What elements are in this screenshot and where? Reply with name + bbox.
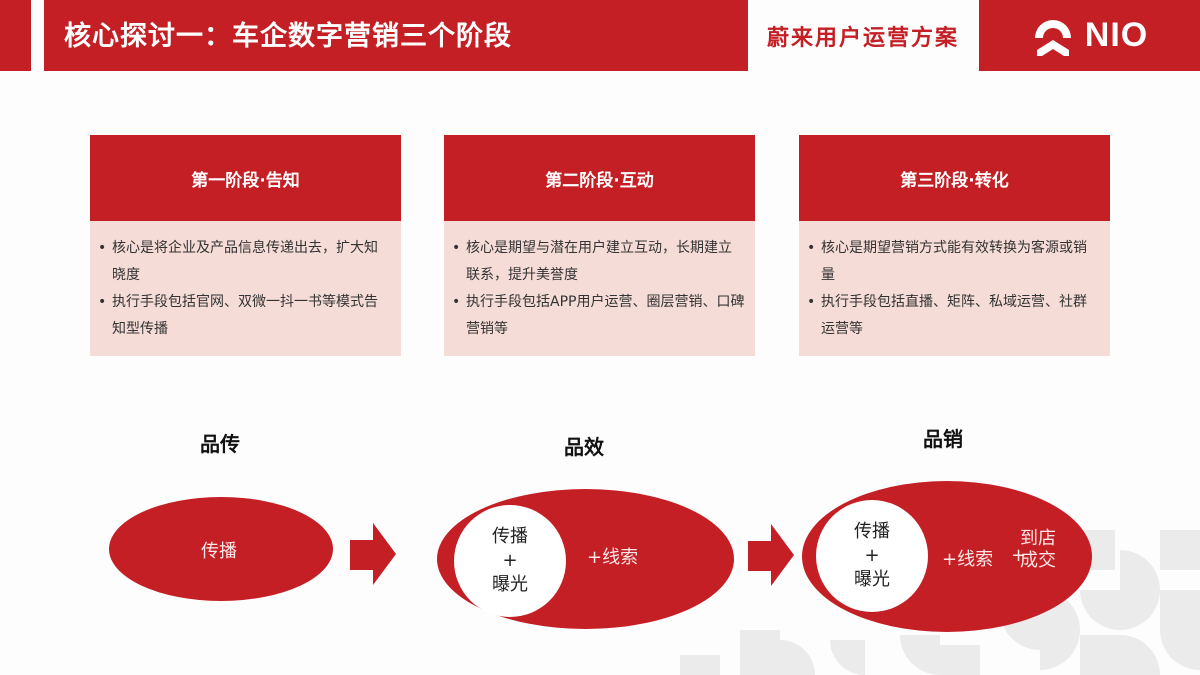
ellipse-text-multiline: 到店 成交 <box>1020 528 1056 572</box>
inner-text: 曝光 <box>854 569 890 590</box>
inner-text: 传播 <box>492 526 528 547</box>
header-title-bar: 核心探讨一：车企数字营销三个阶段 <box>44 0 748 71</box>
stage-bullet: 执行手段包括官网、双微一抖一书等模式告知型传播 <box>98 289 391 343</box>
stage-card-title: 第二阶段·互动 <box>545 170 654 191</box>
flow-ellipse-1: 传播 <box>109 497 333 601</box>
stage-card-header: 第二阶段·互动 <box>444 135 755 221</box>
flow-label-pinxiao: 品效 <box>564 435 604 459</box>
stage-bullet: 核心是期望营销方式能有效转换为客源或销量 <box>807 235 1100 289</box>
stage-card-title: 第三阶段·转化 <box>900 170 1009 191</box>
stage-card-title: 第一阶段·告知 <box>191 170 300 191</box>
nio-logo-text: NIO <box>1084 16 1149 54</box>
stage-card-body: 核心是期望营销方式能有效转换为客源或销量 执行手段包括直播、矩阵、私域运营、社群… <box>799 221 1110 356</box>
header-subtitle-box: 蔚来用户运营方案 <box>748 0 978 71</box>
page-title: 核心探讨一：车企数字营销三个阶段 <box>64 21 512 52</box>
stage-card-body: 核心是将企业及产品信息传递出去，扩大知晓度 执行手段包括官网、双微一抖一书等模式… <box>90 221 401 356</box>
header-subtitle: 蔚来用户运营方案 <box>766 25 959 51</box>
arrow-right-icon <box>748 524 794 586</box>
stage-bullet: 核心是期望与潜在用户建立互动，长期建立联系，提升美誉度 <box>452 235 745 289</box>
inner-text: + <box>864 545 880 566</box>
stage-bullet: 执行手段包括直播、矩阵、私域运营、社群运营等 <box>807 289 1100 343</box>
stage-bullet: 执行手段包括APP用户运营、圈层营销、口碑营销等 <box>452 289 745 343</box>
inner-text: 传播 <box>854 521 890 542</box>
flow-label-pinchuan: 品传 <box>200 432 240 456</box>
inner-text: + <box>502 550 518 571</box>
nio-logo-icon <box>1034 19 1071 56</box>
stage-card-3: 第三阶段·转化 核心是期望营销方式能有效转换为客源或销量 执行手段包括直播、矩阵… <box>799 135 1110 356</box>
stage-card-header: 第一阶段·告知 <box>90 135 401 221</box>
stage-card-1: 第一阶段·告知 核心是将企业及产品信息传递出去，扩大知晓度 执行手段包括官网、双… <box>90 135 401 356</box>
inner-circle: 传播 + 曝光 <box>816 500 928 612</box>
stage-bullet: 核心是将企业及产品信息传递出去，扩大知晓度 <box>98 235 391 289</box>
ellipse-text-plus: + <box>1011 545 1027 566</box>
stage-card-2: 第二阶段·互动 核心是期望与潜在用户建立互动，长期建立联系，提升美誉度 执行手段… <box>444 135 755 356</box>
flow-ellipse-2: 传播 + 曝光 +线索 <box>437 489 734 629</box>
ellipse-text: +线索 <box>942 549 994 570</box>
ellipse-text: 成交 <box>1020 550 1056 571</box>
flow-ellipse-3: 传播 + 曝光 +线索 + 到店 成交 <box>802 481 1092 632</box>
arrow-right-icon <box>350 523 396 585</box>
ellipse-text: 到店 <box>1020 528 1056 549</box>
ellipse-text: 传播 <box>201 541 237 562</box>
inner-text: 曝光 <box>492 574 528 595</box>
header-accent-block <box>0 0 31 71</box>
stage-card-body: 核心是期望与潜在用户建立互动，长期建立联系，提升美誉度 执行手段包括APP用户运… <box>444 221 755 356</box>
stage-card-header: 第三阶段·转化 <box>799 135 1110 221</box>
nio-logo: NIO <box>979 0 1200 71</box>
ellipse-text: +线索 <box>587 547 639 568</box>
inner-circle: 传播 + 曝光 <box>454 505 566 617</box>
flow-label-pinxiao-sales: 品销 <box>923 427 963 451</box>
